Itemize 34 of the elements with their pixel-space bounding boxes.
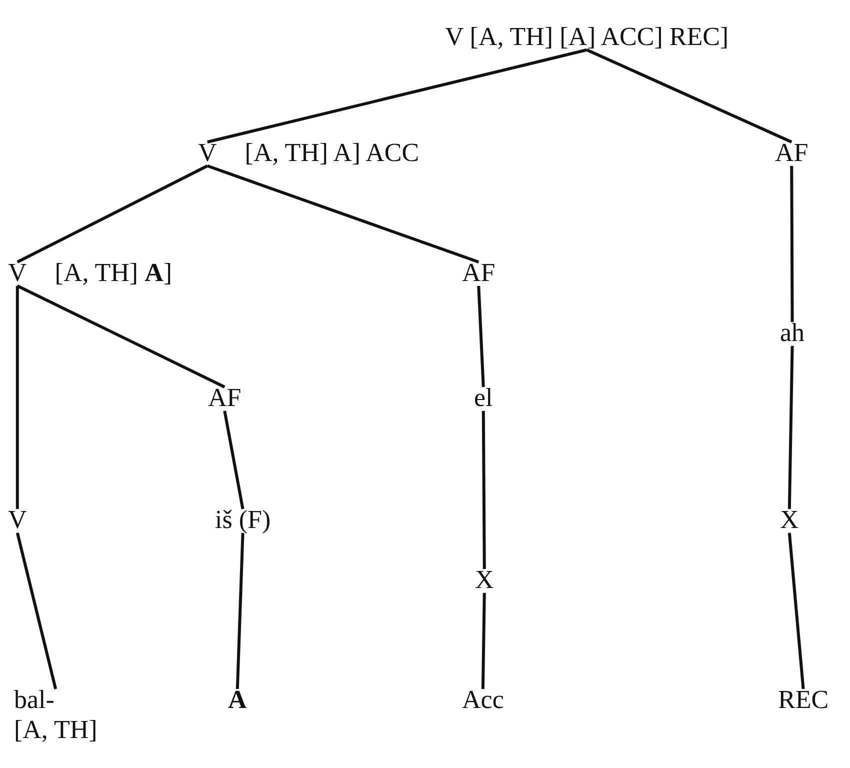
node-label: bal- xyxy=(14,685,56,715)
node-label: AF xyxy=(208,383,242,413)
tree-branch xyxy=(236,532,244,690)
node-label: AF xyxy=(775,138,808,168)
node-label: Acc xyxy=(462,685,504,715)
node-label: el xyxy=(474,383,493,413)
tree-branch xyxy=(16,284,226,388)
tree-branch xyxy=(790,166,794,322)
tree-branch xyxy=(481,592,486,690)
node-label: AF xyxy=(462,258,496,288)
tree-branch xyxy=(788,346,794,510)
node-label: X xyxy=(475,565,494,595)
tree-branch xyxy=(16,164,208,264)
feature-label: [A, TH] xyxy=(14,714,98,745)
feature-label: [A, TH] A] xyxy=(54,258,172,288)
node-label: ah xyxy=(780,318,805,348)
tree-branch xyxy=(16,532,58,690)
tree-branch xyxy=(206,164,480,264)
tree-branch xyxy=(223,410,244,510)
node-label: A xyxy=(228,685,247,715)
tree-branch xyxy=(16,286,19,509)
node-label: V xyxy=(198,138,217,168)
node-label: V xyxy=(8,258,27,288)
tree-branch xyxy=(477,286,485,388)
node-label: REC xyxy=(778,685,829,715)
node-label: iš (F) xyxy=(215,505,271,535)
tree-branch xyxy=(482,410,486,569)
tree-branch xyxy=(788,532,805,690)
tree-branch xyxy=(586,48,792,144)
node-label: V xyxy=(8,505,27,535)
feature-label: [A, TH] A] ACC xyxy=(244,138,420,168)
node-label: V [A, TH] [A] ACC] REC] xyxy=(445,22,729,52)
tree-branch xyxy=(207,48,588,144)
node-label: X xyxy=(780,505,799,535)
